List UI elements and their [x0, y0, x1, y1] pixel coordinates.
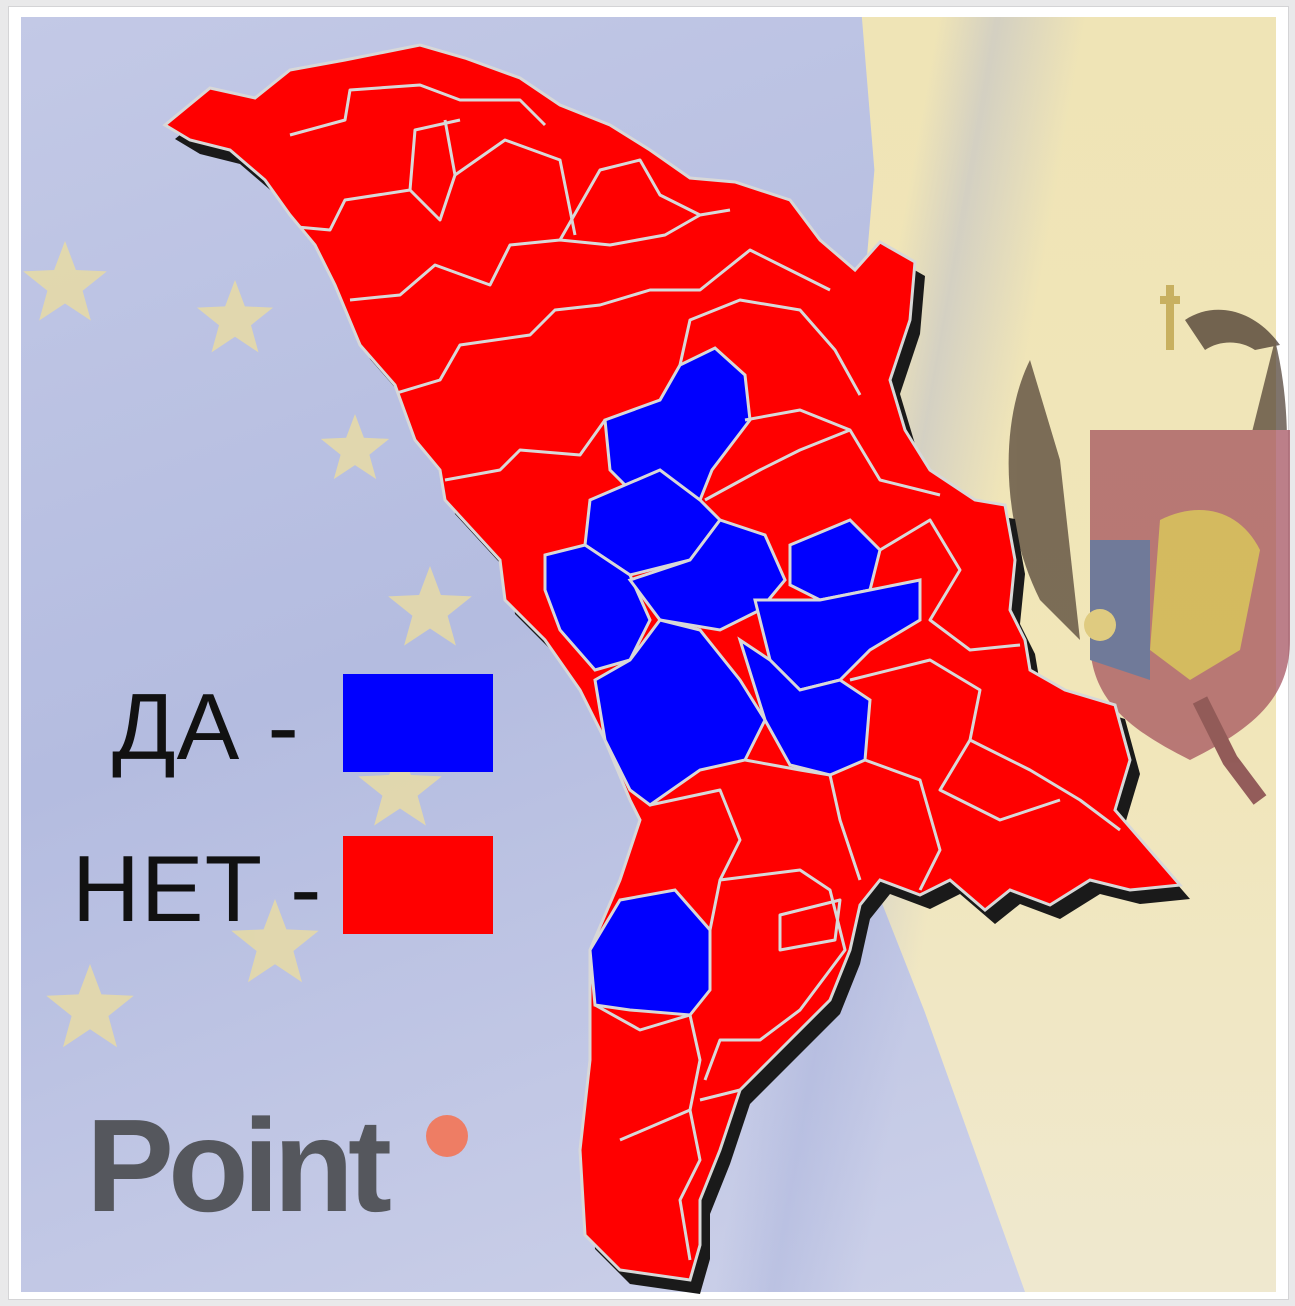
legend-yes-swatch	[343, 674, 493, 772]
point-logo-dot-icon	[426, 1115, 468, 1157]
region-yes-4	[627, 518, 787, 632]
region-borders	[274, 83, 1121, 1261]
yes-regions	[543, 346, 922, 1017]
region-yes-7	[593, 618, 767, 807]
legend-no-label: НЕТ -	[72, 836, 323, 941]
legend-yes-label: ДА -	[112, 674, 300, 779]
legend-no-swatch	[343, 836, 493, 934]
eu-star-icon	[388, 566, 472, 646]
region-yes-9	[588, 888, 712, 1017]
region-yes-8	[737, 636, 872, 777]
eu-star-icon	[46, 964, 134, 1048]
eu-star-icon	[231, 899, 319, 983]
eu-star-icon	[320, 414, 390, 480]
eu-star-icon	[197, 280, 273, 353]
point-logo: Point	[86, 1092, 392, 1239]
eu-star-icon	[358, 746, 442, 826]
eu-star-icon	[23, 241, 107, 321]
